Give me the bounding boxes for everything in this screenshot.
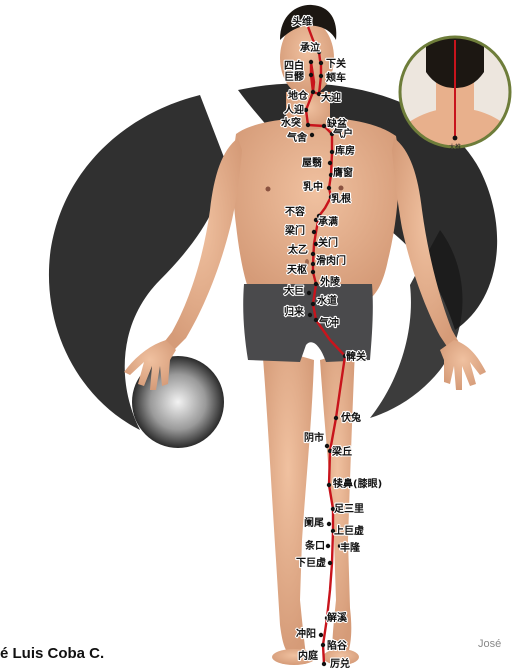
acupoint-dot [311, 90, 315, 94]
acupoint-dot [314, 318, 318, 322]
acupoint-label: 大巨 [284, 284, 304, 297]
acupoint-label: 承泣 [300, 41, 320, 54]
acupoint-dot [328, 561, 332, 565]
acupoint-dot [325, 444, 329, 448]
acupoint-dot [327, 483, 331, 487]
acupoint-label: 下关 [326, 57, 346, 70]
acupoint-label: 屋翳 [302, 156, 322, 169]
acupoint-label: 下巨虚 [296, 556, 326, 569]
acupoint-label: 水突 [280, 116, 301, 129]
acupoint-dot [311, 252, 315, 256]
acupoint-dot [311, 270, 315, 274]
acupoint-dot [314, 282, 318, 286]
acupoint-label: 膺窗 [333, 166, 353, 179]
acupoint-dot [311, 302, 315, 306]
author-credit-watermark: José [478, 638, 501, 650]
acupoint-dot [322, 662, 326, 666]
acupoint-label: 阑尾 [304, 516, 324, 529]
acupoint-label: 颊车 [326, 71, 346, 84]
acupoint-label: 解溪 [327, 611, 348, 624]
acupoint-label: 关门 [318, 236, 338, 249]
acupoint-dot [321, 643, 325, 647]
acupoint-label: 天枢 [287, 263, 307, 276]
acupoint-label: 人迎 [284, 103, 304, 116]
acupoint-dot [334, 416, 338, 420]
acupoint-label: 四白 [284, 59, 304, 72]
acupoint-dot [307, 291, 311, 295]
acupoint-label: 归来 [284, 305, 305, 318]
acupoint-dot [312, 230, 316, 234]
acupoint-dot [319, 61, 323, 65]
acupoint-label: 条口 [304, 539, 325, 552]
acupoint-label: 滑肉门 [316, 254, 346, 267]
acupoint-label: 丰隆 [340, 541, 361, 554]
acupoint-dot [319, 633, 323, 637]
acupoint-label: 气户 [332, 127, 353, 140]
acupoint-label: 承满 [318, 215, 338, 228]
acupoint-label: 气舍 [286, 131, 308, 144]
acupoint-label: 水道 [316, 294, 337, 307]
acupoint-dot [330, 150, 334, 154]
acupoint-label: 犊鼻(膝眼) [333, 477, 382, 490]
acupoint-dot [328, 161, 332, 165]
acupoint-label: 冲阳 [296, 627, 316, 640]
acupoint-label: 梁丘 [331, 445, 352, 458]
acupoint-dot [304, 108, 308, 112]
acupoint-label: 气冲 [318, 316, 339, 329]
acupoint-label: 乳中 [303, 180, 323, 193]
acupoint-dot [327, 522, 331, 526]
acupoint-label: 太乙 [287, 243, 308, 256]
acupoint-dot [308, 313, 312, 317]
acupoint-dot [326, 544, 330, 548]
acupoint-label: 陷谷 [327, 639, 348, 652]
acupoint-label: 上巨虚 [334, 524, 364, 537]
acupoint-dot [306, 123, 310, 127]
acupoint-label: 外陵 [319, 275, 341, 288]
acupoint-label: 髀关 [346, 350, 366, 363]
acupoint-label: 库房 [335, 144, 355, 157]
acupoint-label: 头维 [292, 15, 312, 28]
acupoint-dot [310, 133, 314, 137]
acupoint-label: 阴市 [304, 431, 324, 444]
acupoint-label: 伏兔 [340, 411, 361, 424]
acupoint-label: 厉兑 [330, 657, 350, 669]
acupoint-label: 不容 [285, 205, 305, 218]
acupoint-dot [309, 73, 313, 77]
acupoint-dot [311, 262, 315, 266]
acupoint-dot [327, 186, 331, 190]
acupoint-dot [309, 60, 313, 64]
acupoint-label: 内庭 [298, 649, 319, 662]
acupoint-label: 巨髎 [284, 70, 305, 83]
acupoint-dot [319, 74, 323, 78]
acupoint-label: 地仓 [288, 89, 309, 102]
author-credit: é Luis Coba C. [0, 645, 104, 662]
inset-point-label: 大椎 [449, 143, 461, 151]
acupoint-dot [322, 124, 326, 128]
acupoint-label: 乳根 [331, 192, 351, 205]
acupoint-label: 足三里 [334, 503, 364, 515]
acupoint-label: 梁门 [284, 224, 305, 237]
acupoint-label: 大迎 [321, 91, 341, 104]
